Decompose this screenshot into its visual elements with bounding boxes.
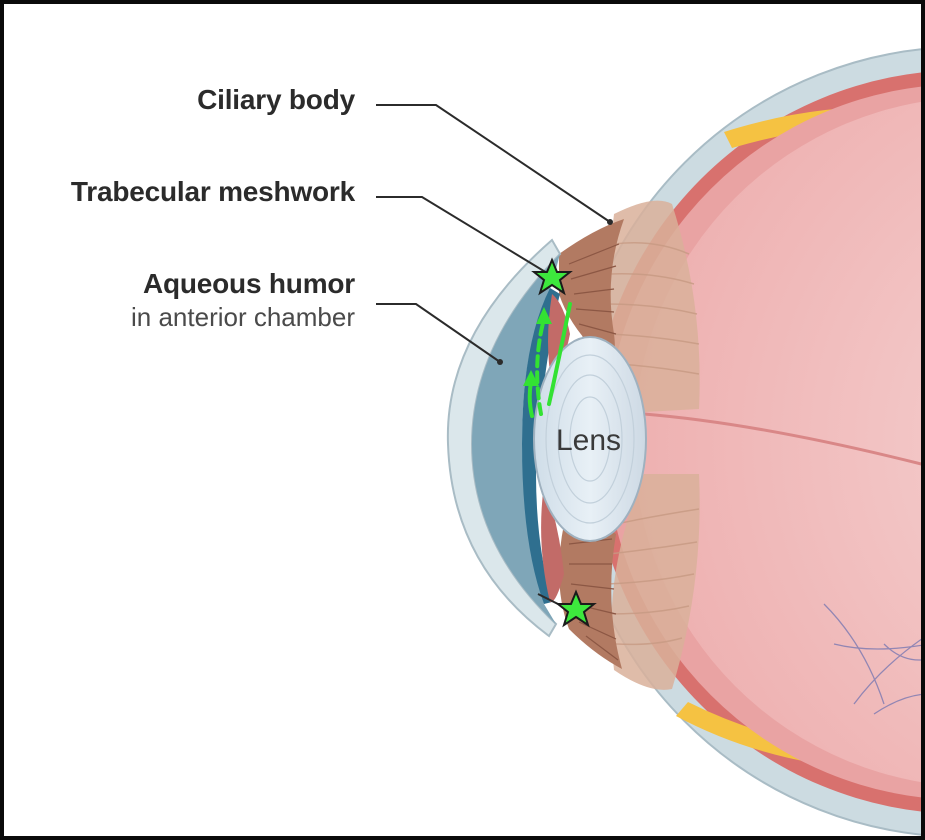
lens-label: Lens [556, 424, 621, 458]
aqueous-humor-text: Aqueous humor [131, 268, 355, 300]
ciliary-body-label: Ciliary body [197, 84, 355, 116]
aqueous-humor-label: Aqueous humor in anterior chamber [131, 268, 355, 333]
eye-diagram [4, 4, 925, 840]
aqueous-humor-subtext: in anterior chamber [131, 302, 355, 333]
trabecular-meshwork-label: Trabecular meshwork [71, 176, 355, 208]
trabecular-meshwork-text: Trabecular meshwork [71, 176, 355, 208]
ciliary-body-text: Ciliary body [197, 84, 355, 116]
